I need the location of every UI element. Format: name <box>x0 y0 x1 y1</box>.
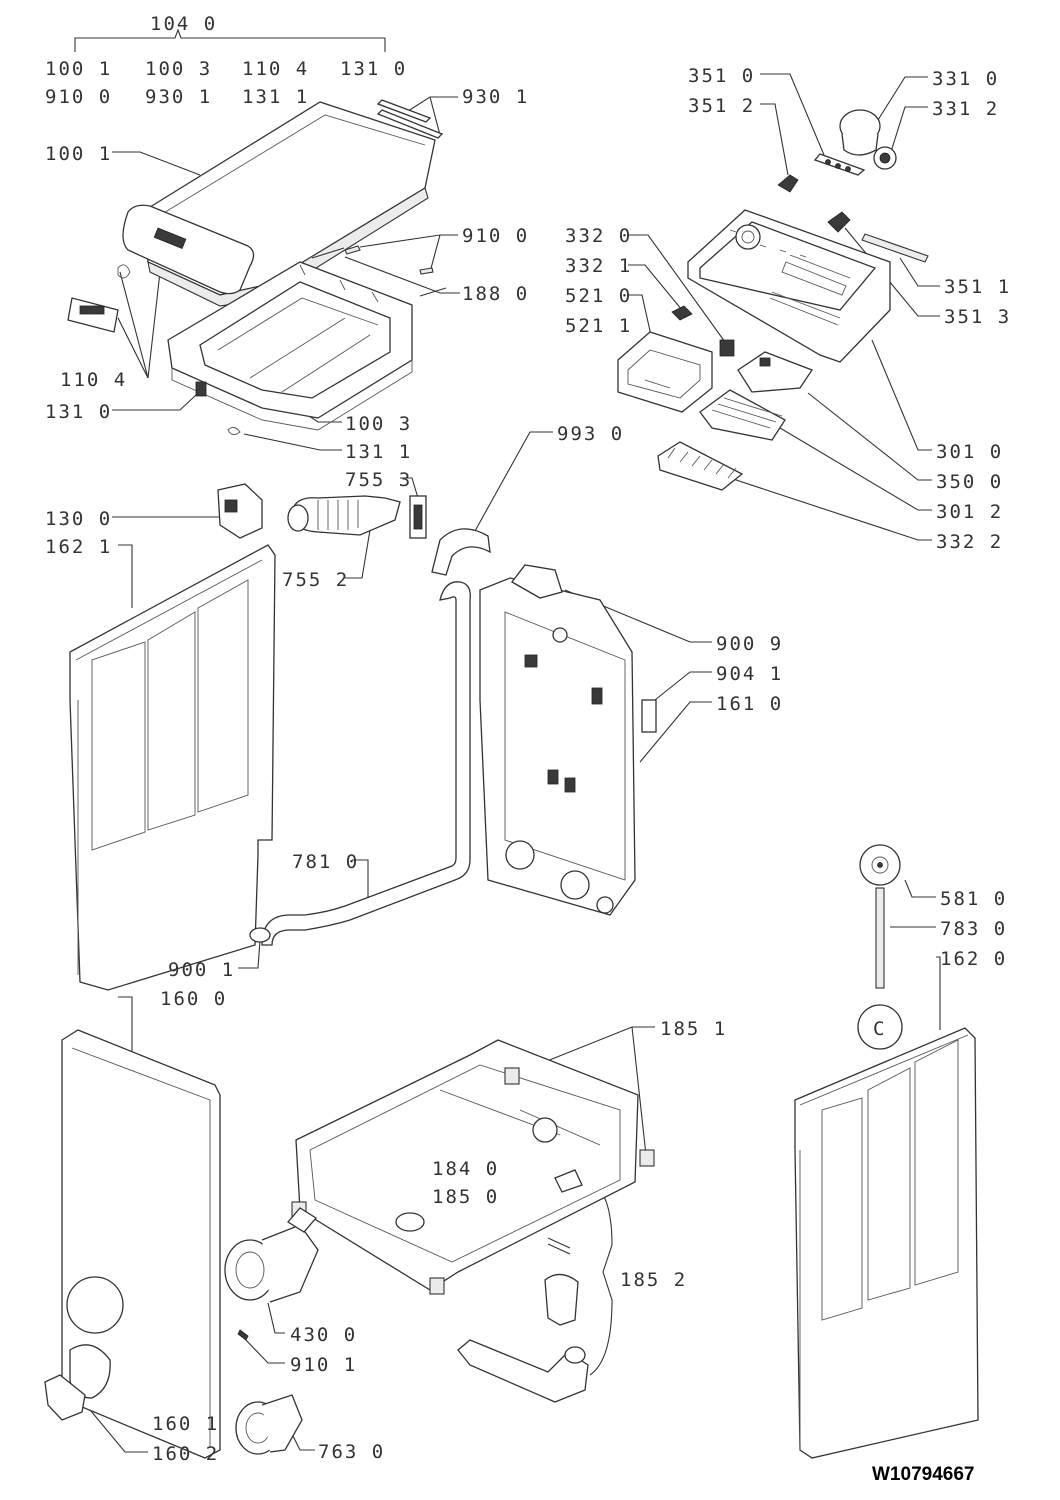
label-904-1: 904 1 <box>716 663 783 685</box>
label-910-1: 910 1 <box>290 1354 357 1376</box>
label-160-1: 160 1 <box>152 1413 219 1435</box>
label-900-9: 900 9 <box>716 633 783 655</box>
leader-lines <box>74 28 941 1453</box>
label-110-4-hinge: 110 4 <box>60 369 127 391</box>
part-counterweight-bolt: C <box>857 844 903 1050</box>
part-hose-and-bellows <box>217 483 491 946</box>
label-910-0-screw: 910 0 <box>462 225 529 247</box>
label-900-1: 900 1 <box>168 959 235 981</box>
label-162-0: 162 0 <box>940 948 1007 970</box>
label-130-0: 130 0 <box>45 508 112 530</box>
label-185-2: 185 2 <box>620 1269 687 1291</box>
label-161-0: 161 0 <box>716 693 783 715</box>
label-104-0: 104 0 <box>150 13 217 35</box>
label-331-2: 331 2 <box>932 98 999 120</box>
part-labels: 104 0 100 1 100 3 110 4 131 0 910 0 930 … <box>45 13 1011 1465</box>
label-350-0: 350 0 <box>936 471 1003 493</box>
part-side-panel-right <box>794 1027 979 1459</box>
label-331-0: 331 0 <box>932 68 999 90</box>
label-332-0: 332 0 <box>565 225 632 247</box>
label-781-0: 781 0 <box>292 851 359 873</box>
label-755-3: 755 3 <box>345 469 412 491</box>
label-184-0: 184 0 <box>432 1158 499 1180</box>
part-pump-and-leveler <box>224 1169 589 1455</box>
label-521-1: 521 1 <box>565 315 632 337</box>
label-910-0: 910 0 <box>45 86 112 108</box>
label-162-1: 162 1 <box>45 536 112 558</box>
label-351-3: 351 3 <box>944 306 1011 328</box>
label-755-2: 755 2 <box>282 569 349 591</box>
label-993-0: 993 0 <box>557 423 624 445</box>
label-521-0: 521 0 <box>565 285 632 307</box>
label-430-0: 430 0 <box>290 1324 357 1346</box>
part-top-lid-assembly <box>67 99 447 435</box>
label-332-2: 332 2 <box>936 531 1003 553</box>
label-131-1-spring: 131 1 <box>345 441 412 463</box>
label-160-0: 160 0 <box>160 988 227 1010</box>
label-100-3: 100 3 <box>145 58 212 80</box>
label-301-2: 301 2 <box>936 501 1003 523</box>
label-131-1: 131 1 <box>242 86 309 108</box>
label-301-0: 301 0 <box>936 441 1003 463</box>
part-front-panel <box>44 1029 221 1459</box>
label-185-1: 185 1 <box>660 1018 727 1040</box>
part-rear-panel <box>479 564 657 916</box>
part-side-panel-left <box>69 544 276 991</box>
label-351-2: 351 2 <box>688 95 755 117</box>
label-581-0: 581 0 <box>940 888 1007 910</box>
label-930-1: 930 1 <box>145 86 212 108</box>
label-188-0: 188 0 <box>462 283 529 305</box>
part-control-panel-assembly <box>617 109 929 491</box>
label-351-0: 351 0 <box>688 65 755 87</box>
label-100-1: 100 1 <box>45 58 112 80</box>
label-930-1-lid: 930 1 <box>462 86 529 108</box>
label-783-0: 783 0 <box>940 918 1007 940</box>
label-c-mark: C <box>873 1018 886 1040</box>
document-code: W10794667 <box>872 1464 974 1485</box>
label-110-4: 110 4 <box>242 58 309 80</box>
label-160-2: 160 2 <box>152 1443 219 1465</box>
label-131-0-latch: 131 0 <box>45 401 112 423</box>
label-763-0: 763 0 <box>318 1441 385 1463</box>
label-351-1: 351 1 <box>944 276 1011 298</box>
label-100-3-frame: 100 3 <box>345 413 412 435</box>
part-base-frame <box>291 1039 655 1295</box>
label-185-0: 185 0 <box>432 1186 499 1208</box>
label-332-1: 332 1 <box>565 255 632 277</box>
label-100-1-lid: 100 1 <box>45 143 112 165</box>
label-131-0: 131 0 <box>340 58 407 80</box>
